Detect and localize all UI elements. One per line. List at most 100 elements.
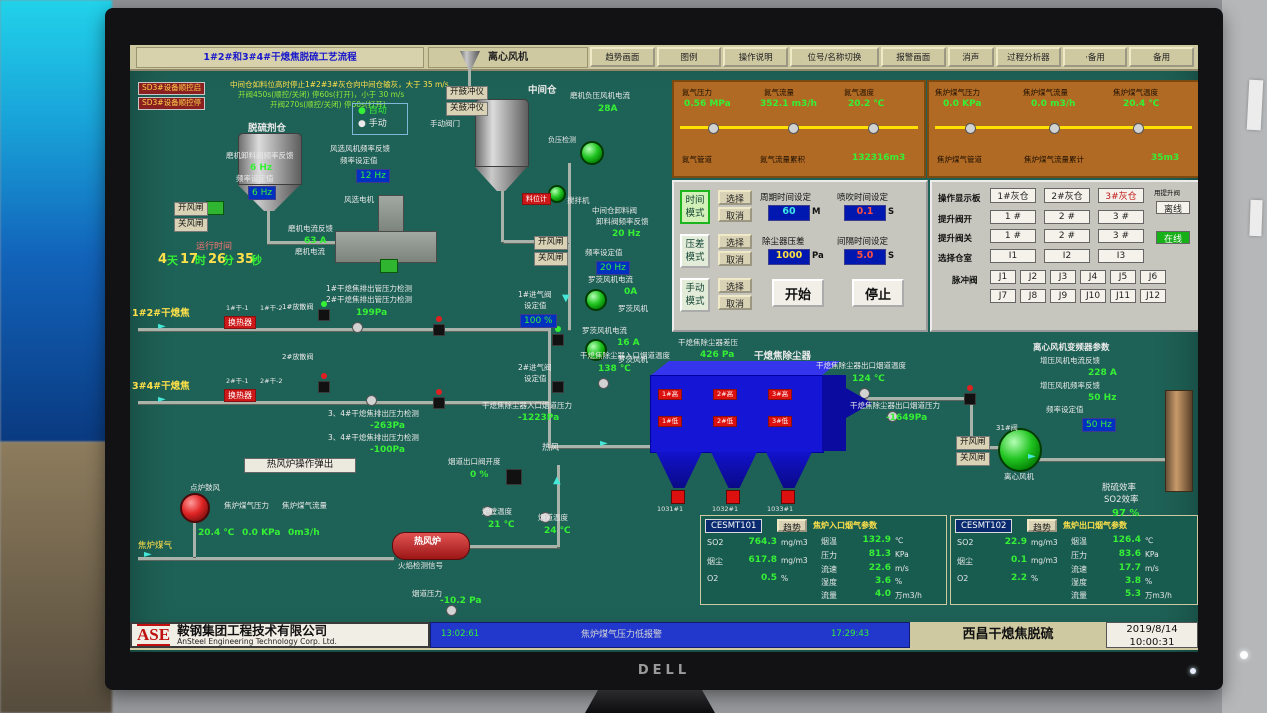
seq-stop-button[interactable]: SD3#设备顺控停: [138, 97, 206, 110]
valve-icon[interactable]: [552, 334, 564, 346]
close-damper-button-2[interactable]: 关风闸: [534, 252, 568, 266]
pipe: [501, 190, 504, 242]
cems1-hum-unit: %: [895, 577, 903, 586]
menu-analyzer-button[interactable]: 过程分析器: [996, 47, 1061, 67]
relief-valve-2-icon[interactable]: [318, 381, 330, 393]
cems2-vel-label: 流速: [1071, 565, 1087, 574]
menu-spare2-button[interactable]: 备用: [1129, 47, 1194, 67]
lift-close-1-button[interactable]: 1 #: [990, 229, 1036, 243]
ash-bin-2-button[interactable]: 2#灰仓: [1044, 188, 1090, 203]
cycle-time-value[interactable]: 60: [768, 205, 810, 221]
start-button[interactable]: 开始: [772, 279, 824, 307]
baghouse-title: 干熄焦除尘器: [754, 351, 812, 362]
ash-valve-3-icon[interactable]: [781, 490, 795, 504]
dp-cancel-button[interactable]: 取消: [718, 251, 752, 266]
bh-inlet-temp-value: 138 ℃: [598, 364, 631, 374]
manual-cancel-button[interactable]: 取消: [718, 295, 752, 310]
cems2-trend-button[interactable]: 趋势: [1027, 519, 1057, 534]
n2-pipe: [680, 126, 918, 129]
company-box: ASE 鞍钢集团工程技术有限公司 AnSteel Engineering Tec…: [130, 622, 430, 648]
online-button[interactable]: 在线: [1156, 231, 1190, 245]
lift-open-3-button[interactable]: 3 #: [1098, 210, 1144, 224]
menu-mute-button[interactable]: 消声: [947, 47, 995, 67]
pressure-sensor-icon: [446, 605, 457, 616]
pulse-j11-button[interactable]: J11: [1110, 289, 1136, 303]
close-damper-button-3[interactable]: 关风闸: [956, 452, 990, 466]
offline-button[interactable]: 离线: [1156, 201, 1190, 215]
valve-icon[interactable]: [552, 381, 564, 393]
pulse-j8-button[interactable]: J8: [1020, 289, 1046, 303]
ash-valve-2-icon[interactable]: [726, 490, 740, 504]
time-cancel-button[interactable]: 取消: [718, 207, 752, 222]
lift-open-1-button[interactable]: 1 #: [990, 210, 1036, 224]
lift-open-2-button[interactable]: 2 #: [1044, 210, 1090, 224]
open-damper-button-1[interactable]: 开风闸: [174, 202, 208, 216]
pulse-j5-button[interactable]: J5: [1110, 270, 1136, 284]
manual-radio[interactable]: ● 手动: [358, 119, 387, 129]
intake-valve-2-label: 2#进气阀: [518, 363, 552, 372]
cems1-trend-button[interactable]: 趋势: [777, 519, 807, 534]
auto-radio[interactable]: ● 自动: [358, 106, 387, 116]
seq-start-button[interactable]: SD3#设备顺控启: [138, 82, 206, 95]
ash-bin-3-button[interactable]: 3#灰仓: [1098, 188, 1144, 203]
intake-valve-1-set-value[interactable]: 100 %: [520, 314, 557, 329]
freq-set-value-4[interactable]: 50 Hz: [1082, 418, 1116, 433]
dp-value[interactable]: 1000: [768, 249, 810, 265]
pipe: [193, 523, 196, 557]
menu-tag-toggle-button[interactable]: 位号/名称切换: [789, 47, 879, 67]
alarm-status-strip[interactable]: 13:02:61 焦炉煤气压力低报警 17:29:43: [430, 622, 910, 648]
valve-icon[interactable]: [433, 397, 445, 409]
cog-panel: 焦炉煤气压力 0.0 KPa 焦炉煤气流量 0.0 m3/h 焦炉煤气温度 20…: [927, 80, 1198, 178]
manual-mode-button[interactable]: 手动模式: [680, 278, 710, 312]
cog-pipe: [935, 126, 1192, 129]
time-mode-button[interactable]: 时间模式: [680, 190, 710, 224]
room-i3-button[interactable]: I3: [1098, 249, 1144, 263]
purge-close-button[interactable]: 关鼓冲仪: [446, 102, 489, 116]
flow-arrow: ►: [158, 394, 166, 405]
room-i1-button[interactable]: I1: [990, 249, 1036, 263]
pulse-j9-button[interactable]: J9: [1050, 289, 1076, 303]
freq-set-value-3[interactable]: 20 Hz: [596, 261, 630, 276]
close-damper-button-1[interactable]: 关风闸: [174, 218, 208, 232]
pulse-j2-button[interactable]: J2: [1020, 270, 1046, 284]
dp-select-button[interactable]: 选择: [718, 234, 752, 249]
valve-icon[interactable]: [433, 324, 445, 336]
pulse-j12-button[interactable]: J12: [1140, 289, 1166, 303]
menu-spare1-button[interactable]: ·备用: [1062, 47, 1128, 67]
valve-icon[interactable]: [964, 393, 976, 405]
pulse-j6-button[interactable]: J6: [1140, 270, 1166, 284]
cems2-hum-unit: %: [1145, 577, 1153, 586]
spray-time-value[interactable]: 0.1: [844, 205, 886, 221]
pulse-j10-button[interactable]: J10: [1080, 289, 1106, 303]
time-select-button[interactable]: 选择: [718, 190, 752, 205]
roots-current-2-label: 罗茨风机电流: [582, 326, 627, 335]
open-damper-button-3[interactable]: 开风闸: [956, 436, 990, 450]
hot-stove-popup-button[interactable]: 热风炉操作弹出: [244, 458, 356, 473]
runtime-hours: 17: [180, 252, 199, 267]
interval-value[interactable]: 5.0: [844, 249, 886, 265]
ash-bin-1-button[interactable]: 1#灰仓: [990, 188, 1036, 203]
pulse-j1-button[interactable]: J1: [990, 270, 1016, 284]
menu-help-button[interactable]: 操作说明: [723, 47, 788, 67]
freq-set-value-2[interactable]: 12 Hz: [356, 169, 390, 184]
manual-select-button[interactable]: 选择: [718, 278, 752, 293]
purge-open-button[interactable]: 开鼓冲仪: [446, 86, 489, 100]
lift-close-2-button[interactable]: 2 #: [1044, 229, 1090, 243]
menu-alarm-button[interactable]: 报警画面: [880, 47, 946, 67]
dp-mode-button[interactable]: 压差模式: [680, 234, 710, 268]
open-damper-button-2[interactable]: 开风闸: [534, 236, 568, 250]
pulse-j3-button[interactable]: J3: [1050, 270, 1076, 284]
pulse-j4-button[interactable]: J4: [1080, 270, 1106, 284]
freq-set-value-1[interactable]: 6 Hz: [248, 186, 277, 201]
lift-close-3-button[interactable]: 3 #: [1098, 229, 1144, 243]
flue-outlet-valve-icon[interactable]: [506, 469, 522, 485]
cems2-vel-value: 17.7: [1118, 563, 1141, 573]
stop-button[interactable]: 停止: [852, 279, 904, 307]
menu-trend-button[interactable]: 趋势画面: [590, 47, 655, 67]
menu-legend-button[interactable]: 图例: [656, 47, 722, 67]
ash-valve-1-icon[interactable]: [671, 490, 685, 504]
pulse-j7-button[interactable]: J7: [990, 289, 1016, 303]
relief-valve-1-icon[interactable]: [318, 309, 330, 321]
cems1-temp-value: 132.9: [862, 535, 891, 545]
room-i2-button[interactable]: I2: [1044, 249, 1090, 263]
